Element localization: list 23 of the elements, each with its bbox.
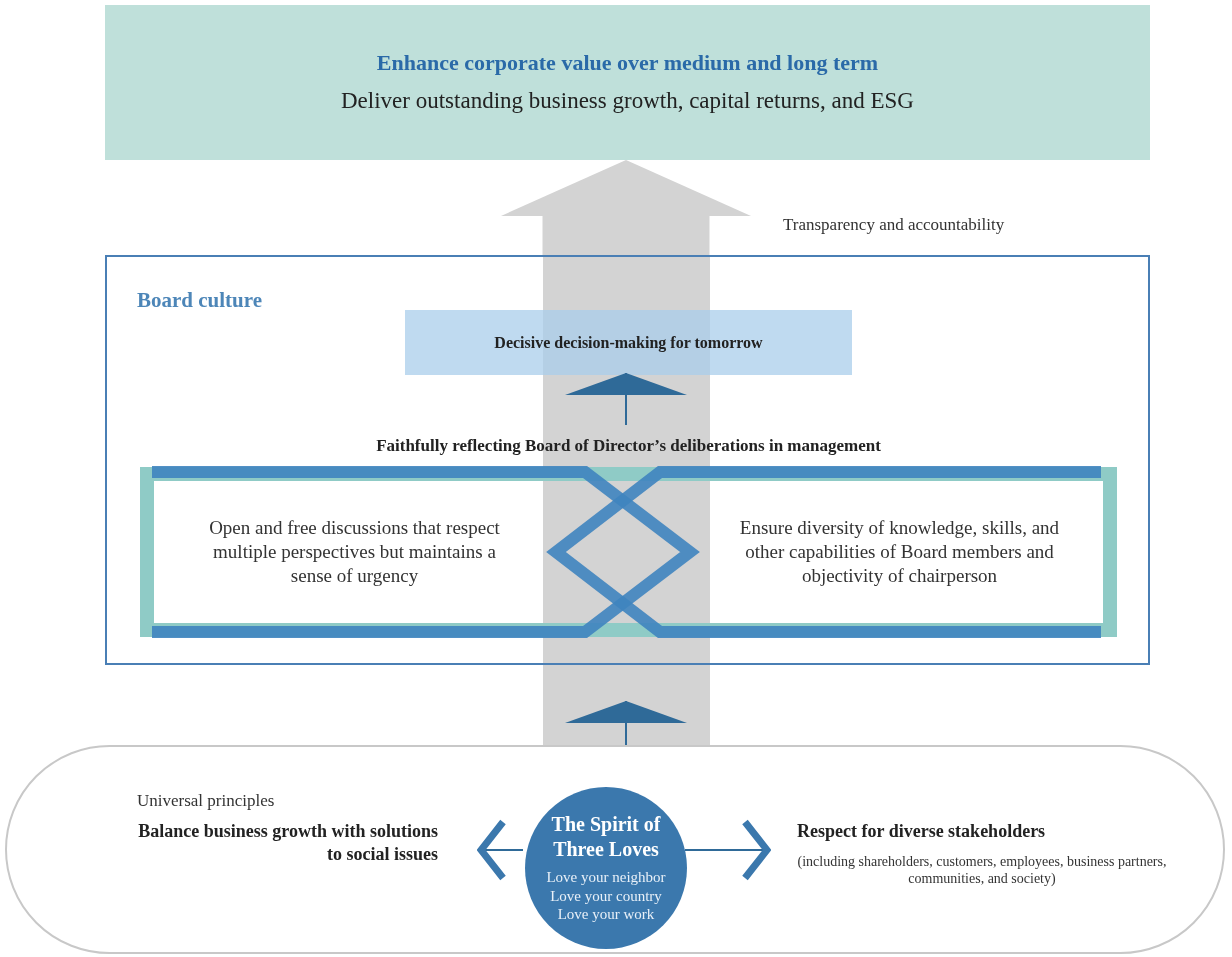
body-text: Universal principles [137, 790, 275, 812]
triangle-arrow [565, 700, 687, 746]
heading: Board culture [137, 287, 263, 314]
body-text: Open and free discussions that respect multiple perspectives but maintains a sense of urgency [208, 516, 501, 588]
triangle-arrow [565, 372, 687, 426]
goal-box [105, 5, 1150, 160]
body-text: (including shareholders, customers, employees, business partners, communities, and society) [797, 852, 1167, 888]
heading: Decisive decision-making for tomorrow [494, 332, 763, 353]
body-text: Love your neighbor Love your country Love your work [545, 867, 667, 925]
heading: The Spirit of Three Loves [550, 811, 662, 862]
heading: Enhance corporate value over medium and long term [376, 49, 879, 77]
principles-pill [5, 745, 1225, 954]
chevron-arrow [477, 818, 524, 882]
subheading: Deliver outstanding business growth, capital returns, and ESG [341, 86, 914, 115]
decision-box [405, 310, 852, 375]
heading: Balance business growth with solutions to social issues [137, 820, 438, 865]
heading: Faithfully reflecting Board of Director’s deliberations in management [375, 435, 882, 457]
chevron-arrow [684, 818, 771, 882]
annotation: Transparency and accountability [783, 215, 1005, 235]
heading: Respect for diverse stakeholders [797, 820, 1047, 843]
wide-arrow [501, 160, 751, 255]
body-text: Ensure diversity of knowledge, skills, and other capabilities of Board members and objectivity of chairperson [738, 516, 1061, 588]
board-culture-frame [105, 255, 1150, 665]
